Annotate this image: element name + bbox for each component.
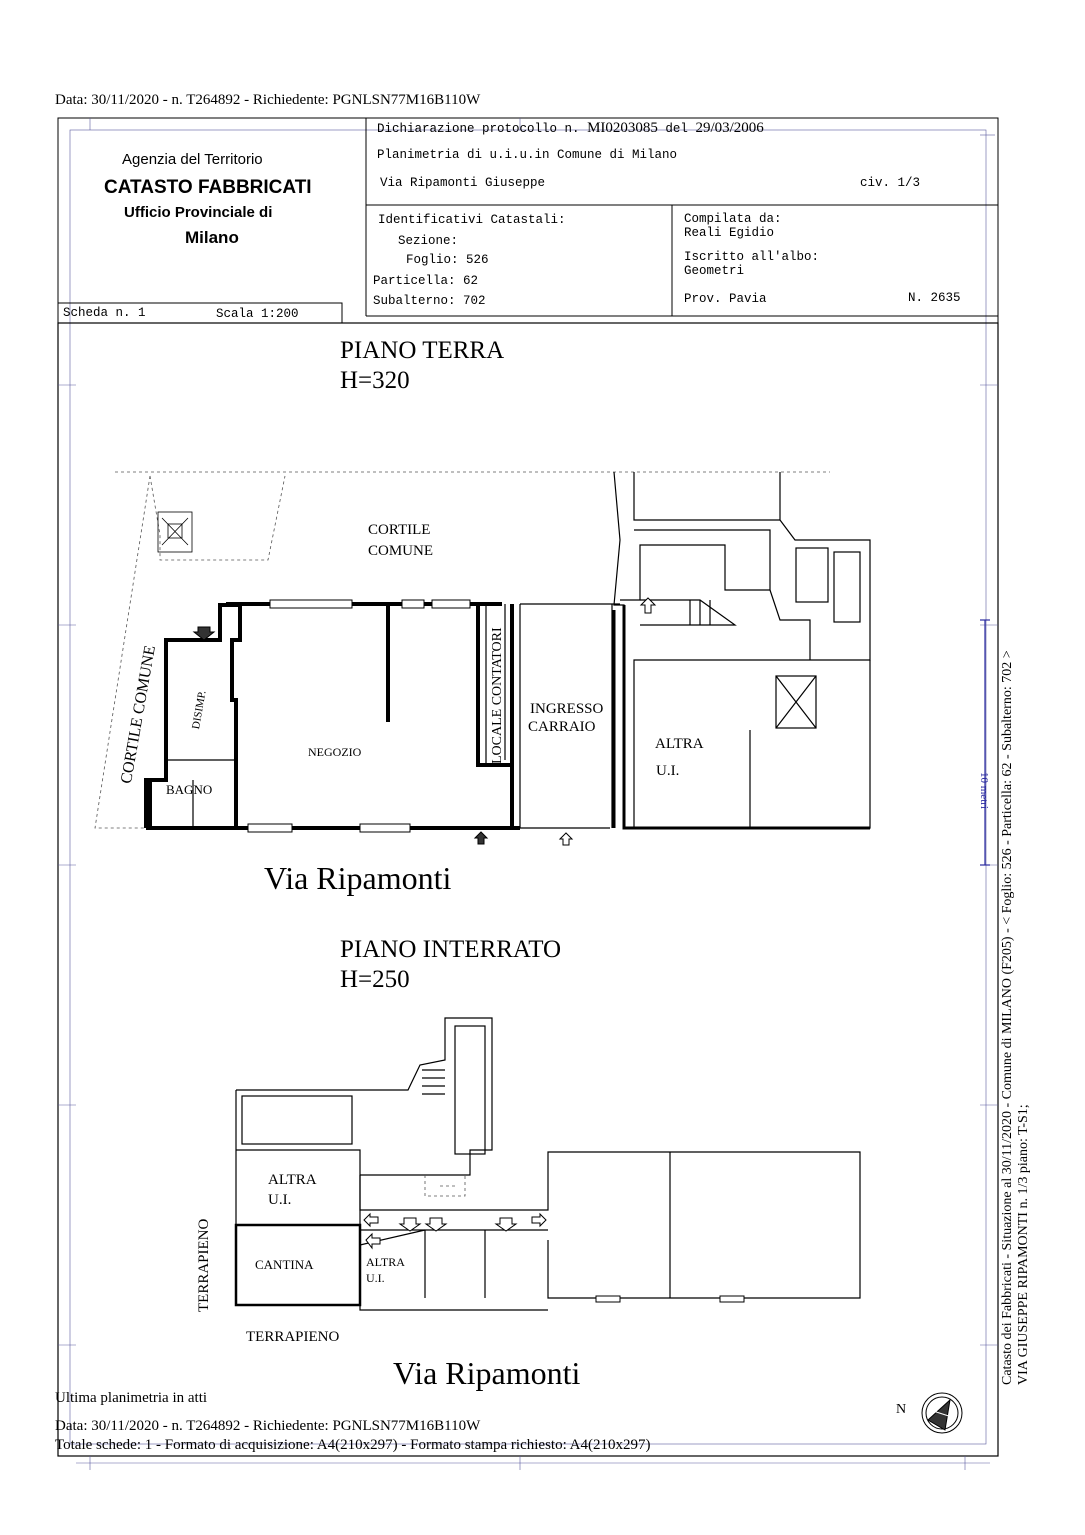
- albo-value: Geometri: [684, 264, 745, 278]
- side-address-line: VIA GIUSEPPE RIPAMONTI n. 1/3 piano: T-S…: [1016, 1104, 1031, 1385]
- ultima-planimetria: Ultima planimetria in atti: [55, 1390, 208, 1406]
- ingresso-label-2: CARRAIO: [528, 719, 596, 735]
- scala-value: Scala 1:200: [216, 307, 299, 321]
- dichiarazione-line: Dichiarazione protocollo n. MI0203085 de…: [377, 120, 764, 137]
- basement-altra-label-1: ALTRA: [268, 1172, 317, 1188]
- cortile-label-2: COMUNE: [368, 543, 434, 559]
- protocollo-date: 29/03/2006: [695, 120, 764, 136]
- footer-format-line: Totale schede: 1 - Formato di acquisizio…: [55, 1437, 651, 1453]
- identificativi-title: Identificativi Catastali:: [378, 213, 566, 227]
- subalterno-value: Subalterno: 702: [373, 294, 486, 308]
- basement-street-label: Via Ripamonti: [393, 1355, 581, 1391]
- catasto-title: CATASTO FABBRICATI: [104, 177, 312, 198]
- ufficio-city: Milano: [185, 228, 239, 247]
- del-label: del: [665, 122, 688, 136]
- scheda-number: Scheda n. 1: [63, 306, 146, 320]
- locale-contatori-label: LOCALE CONTATORI: [490, 627, 505, 764]
- scale-bar-label: 10 metri: [978, 772, 990, 809]
- bagno-label: BAGNO: [166, 782, 213, 797]
- basement-title: PIANO INTERRATO: [340, 936, 562, 963]
- ground-floor-title: PIANO TERRA: [340, 337, 505, 364]
- altra-ui-label-1: ALTRA: [655, 736, 704, 752]
- footer-request-line: Data: 30/11/2020 - n. T264892 - Richiede…: [55, 1418, 481, 1434]
- compilata-name: Reali Egidio: [684, 226, 775, 240]
- cortile-label-1: CORTILE: [368, 522, 431, 538]
- cantina-label: CANTINA: [255, 1257, 314, 1272]
- iscritto-label: Iscritto all'albo:: [684, 250, 820, 264]
- north-label: N: [896, 1402, 907, 1417]
- terrapieno-side-label: TERRAPIENO: [196, 1218, 212, 1312]
- negozio-label: NEGOZIO: [308, 745, 362, 759]
- basement-altra-small-1: ALTRA: [366, 1255, 405, 1269]
- dichiarazione-label: Dichiarazione protocollo n.: [377, 122, 580, 136]
- protocollo-number: MI0203085: [587, 120, 658, 136]
- terrapieno-bottom-label: TERRAPIENO: [246, 1329, 340, 1345]
- civico: civ. 1/3: [860, 176, 921, 190]
- altra-ui-label-2: U.I.: [656, 763, 680, 779]
- foglio-value: Foglio: 526: [406, 253, 489, 267]
- north-arrow-icon: [921, 1392, 963, 1434]
- basement-height: H=250: [340, 966, 410, 993]
- compilata-label: Compilata da:: [684, 212, 782, 226]
- provincia-value: Prov. Pavia: [684, 292, 767, 306]
- sezione-label: Sezione:: [398, 234, 459, 248]
- top-request-line: Data: 30/11/2020 - n. T264892 - Richiede…: [55, 92, 481, 108]
- ground-street-label: Via Ripamonti: [264, 860, 452, 896]
- planimetria-line: Planimetria di u.i.u.in Comune di Milano: [377, 148, 678, 162]
- basement-altra-label-2: U.I.: [268, 1192, 292, 1208]
- ground-floor-height: H=320: [340, 367, 410, 394]
- ingresso-label-1: INGRESSO: [530, 701, 604, 717]
- side-catasto-line: Catasto dei Fabbricati - Situazione al 3…: [1000, 650, 1015, 1385]
- particella-value: Particella: 62: [373, 274, 479, 288]
- basement-altra-small-2: U.I.: [366, 1271, 385, 1285]
- address-line: Via Ripamonti Giuseppe: [380, 176, 546, 190]
- ufficio-label: Ufficio Provinciale di: [124, 204, 273, 221]
- agency-name: Agenzia del Territorio: [122, 151, 263, 168]
- albo-number: N. 2635: [908, 291, 961, 305]
